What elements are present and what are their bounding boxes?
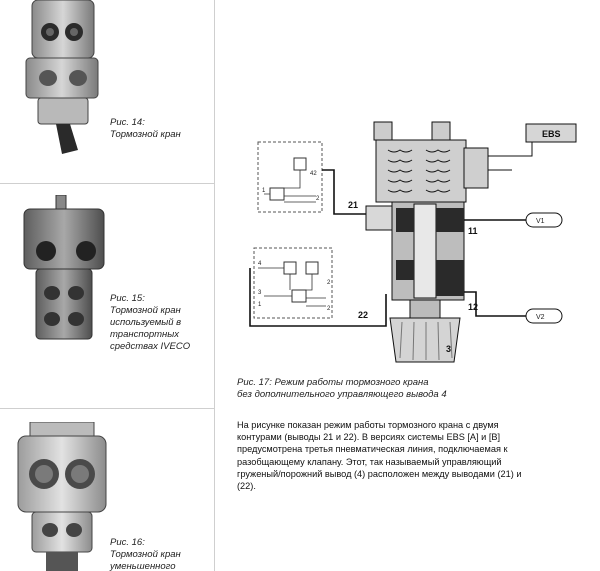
inset-a-valve-bottom (269, 187, 285, 201)
figure-17-caption: Рис. 17: Режим работы тормозного крана б… (237, 377, 447, 401)
inset-b-valve-bottom (291, 289, 307, 303)
chamber-12-left (396, 260, 414, 280)
brake-valve-photo-16 (17, 422, 107, 571)
figure-15-caption-line4: транспортных (110, 329, 180, 340)
v1-capsule (525, 212, 563, 228)
pipe-22 (249, 268, 387, 327)
inset-a-valve-top (293, 157, 307, 171)
pipe-21 (322, 169, 372, 215)
figure-16-cell: Рис. 16: Тормозной кран уменьшенного (0, 408, 214, 571)
figure-16-caption-line3: уменьшенного (110, 561, 176, 571)
valve-springs (387, 149, 451, 193)
inset-b-frame (253, 247, 333, 319)
ebs-module-box (525, 123, 577, 143)
paragraph-line: разобщающему клапану. Этот, так называем… (237, 456, 502, 467)
inset-b-valve-right (305, 261, 319, 275)
paragraph-line: груженый/порожний вывод (4) расположен м… (237, 468, 522, 479)
valve-plunger (413, 203, 437, 299)
paragraph-line: предусмотрена третья пневматическая лини… (237, 444, 508, 455)
v1-label: V1 (536, 218, 545, 225)
figure-17-caption-line2: без дополнительного управляющего вывода … (237, 389, 447, 400)
inset-b-port-3: 3 (258, 290, 262, 296)
inset-b-port-2a: 2 (327, 280, 331, 286)
paragraph-line: контурами (выводы 21 и 22). В версиях си… (237, 432, 501, 443)
figure-14-cell: Рис. 14: Тормозной кран (0, 0, 214, 184)
actuator-pedal (389, 317, 461, 363)
chamber-12 (436, 260, 464, 296)
chamber-11-left (396, 208, 414, 232)
ebs-sensor-housing (463, 147, 489, 189)
inset-b-port-4: 4 (258, 261, 262, 267)
inset-a-port-42: 42 (310, 171, 317, 177)
inset-a-port-1: 1 (262, 188, 266, 194)
valve-top-stem-left (373, 121, 393, 141)
ebs-label: EBS (542, 129, 561, 139)
port-21-block (365, 205, 395, 231)
figure-16-caption-number: Рис. 16: (110, 537, 145, 548)
port-21-label: 21 (348, 200, 358, 210)
figure-15-caption-number: Рис. 15: (110, 293, 145, 304)
inset-b-port-2b: 2 (327, 306, 331, 312)
v2-label: V2 (536, 314, 545, 321)
ebs-connector-wire (488, 142, 533, 171)
actuator-stem (409, 299, 441, 319)
paragraph-line: На рисунке показан режим работы тормозно… (237, 420, 499, 430)
figure-column: Рис. 14: Тормозной кран Рис. 15: Тормозн… (0, 0, 215, 571)
inset-b-valve-left (283, 261, 297, 275)
port-11-label: 11 (468, 226, 478, 236)
chamber-11 (436, 208, 464, 232)
brake-valve-photo-15 (23, 195, 105, 340)
figure-15-cell: Рис. 15: Тормозной кран используемый в т… (0, 183, 214, 409)
figure-17-caption-line1: Рис. 17: Режим работы тормозного крана (237, 377, 429, 388)
inset-a-port-2: 2 (316, 196, 320, 202)
actuator-ribs (399, 321, 453, 361)
port-12-label: 12 (468, 302, 478, 312)
paragraph-line: (22). (237, 481, 256, 492)
inset-a-frame (257, 141, 323, 213)
brake-valve-schematic: 42 1 2 4 3 1 2 2 EBS V1 V2 21 22 11 12 3 (249, 121, 577, 363)
figure-15-caption-line2: Тормозной кран (110, 305, 181, 316)
port-22-label: 22 (358, 310, 368, 320)
inset-b-port-1: 1 (258, 302, 262, 308)
valve-top-stem-right (431, 121, 451, 141)
brake-valve-photo-14 (25, 0, 99, 154)
figure-14-caption-number: Рис. 14: (110, 117, 145, 128)
v2-capsule (525, 308, 563, 324)
pipe-12 (464, 291, 526, 317)
body-paragraph: На рисунке показан режим работы тормозно… (237, 419, 587, 492)
figure-14-caption-title: Тормозной кран (110, 129, 181, 140)
figure-15-caption-line5: средствах IVECO (110, 341, 191, 352)
port-3-label: 3 (446, 344, 451, 354)
figure-15-caption-line3: используемый в (110, 317, 182, 328)
figure-16-caption-line2: Тормозной кран (110, 549, 181, 560)
